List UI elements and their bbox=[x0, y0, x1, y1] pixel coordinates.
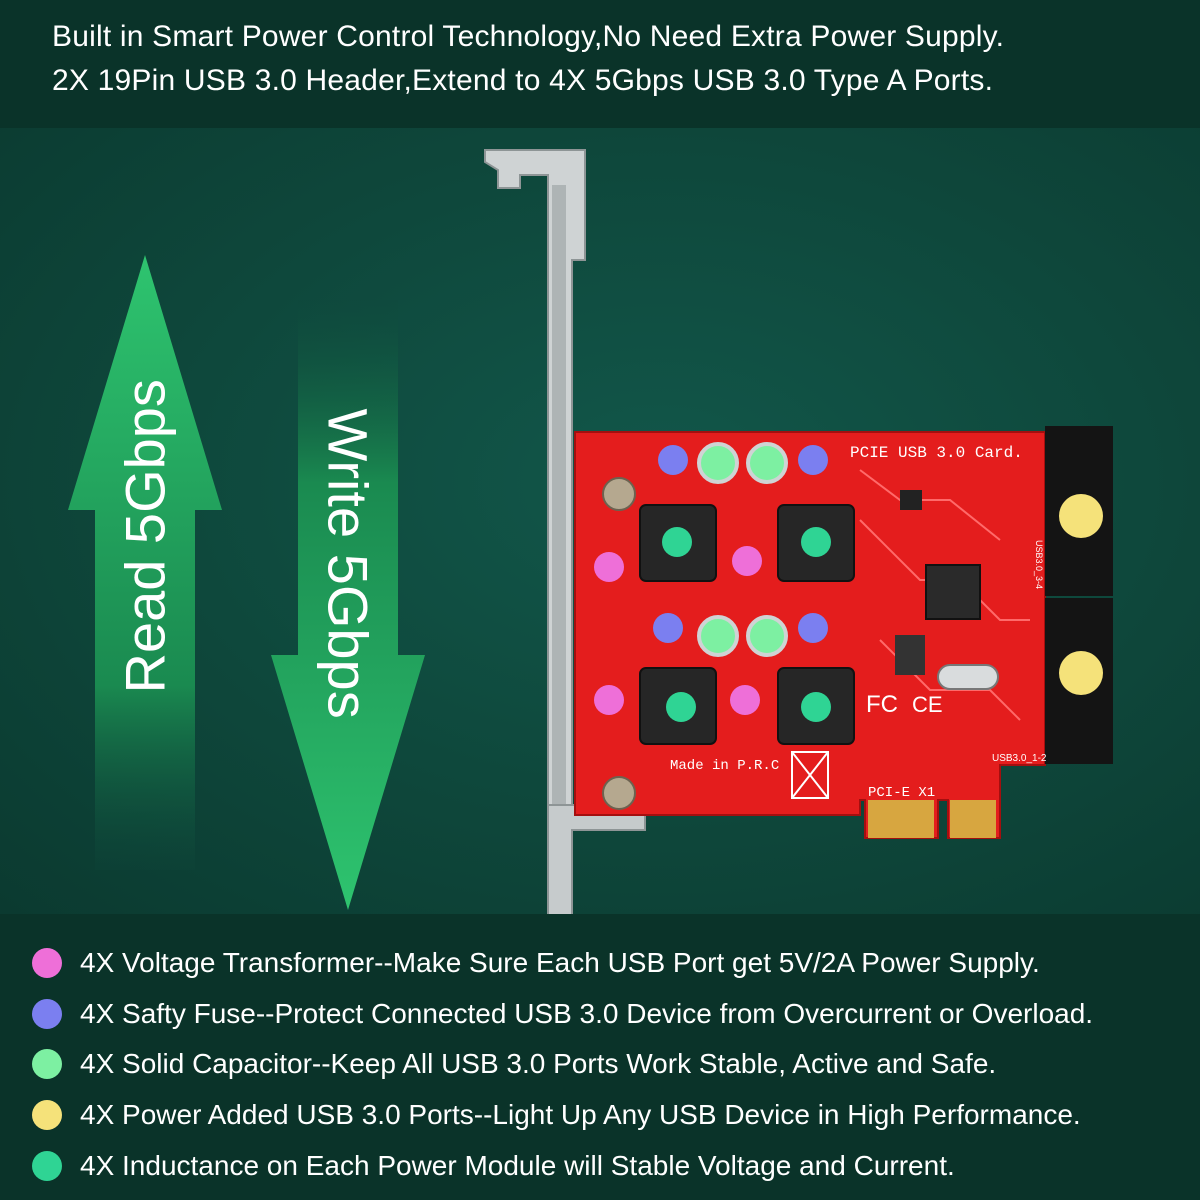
legend-item-voltage-transformer: 4X Voltage Transformer--Make Sure Each U… bbox=[32, 943, 1040, 983]
legend-text: 4X Voltage Transformer--Make Sure Each U… bbox=[80, 947, 1040, 978]
legend-item-capacitor: 4X Solid Capacitor--Keep All USB 3.0 Por… bbox=[32, 1044, 996, 1084]
svg-text:CE: CE bbox=[912, 692, 943, 717]
legend-panel: 4X Voltage Transformer--Make Sure Each U… bbox=[0, 914, 1200, 1200]
capacitor-marker bbox=[746, 442, 788, 484]
header-line-2: 2X 19Pin USB 3.0 Header,Extend to 4X 5Gb… bbox=[52, 64, 994, 97]
fuse-marker bbox=[658, 445, 688, 475]
legend-item-inductance: 4X Inductance on Each Power Module will … bbox=[32, 1146, 955, 1186]
voltage-transformer-marker bbox=[594, 685, 624, 715]
teal-dot-icon bbox=[32, 1151, 62, 1181]
inductor-marker bbox=[662, 527, 692, 557]
header-line-1: Built in Smart Power Control Technology,… bbox=[52, 20, 1005, 53]
voltage-transformer-marker bbox=[594, 552, 624, 582]
legend-item-usb-ports: 4X Power Added USB 3.0 Ports--Light Up A… bbox=[32, 1095, 1081, 1135]
component-markers bbox=[594, 442, 1103, 722]
legend-text: 4X Solid Capacitor--Keep All USB 3.0 Por… bbox=[80, 1048, 997, 1079]
yellow-dot-icon bbox=[32, 1100, 62, 1130]
pink-dot-icon bbox=[32, 948, 62, 978]
legend-text: 4X Inductance on Each Power Module will … bbox=[80, 1150, 955, 1181]
legend-text: 4X Safty Fuse--Protect Connected USB 3.0… bbox=[80, 998, 1094, 1029]
voltage-transformer-marker bbox=[732, 546, 762, 576]
fuse-marker bbox=[798, 613, 828, 643]
inductor-marker bbox=[801, 692, 831, 722]
fuse-marker bbox=[798, 445, 828, 475]
write-arrow bbox=[271, 300, 425, 910]
voltage-transformer-marker bbox=[730, 685, 760, 715]
silkscreen-port-top: USB3.0_3-4 bbox=[1034, 540, 1044, 589]
header-banner: Built in Smart Power Control Technology,… bbox=[0, 0, 1200, 128]
read-arrow bbox=[68, 255, 222, 870]
capacitor-marker bbox=[697, 442, 739, 484]
svg-text:FC: FC bbox=[866, 691, 898, 718]
green-dot-icon bbox=[32, 1049, 62, 1079]
legend-item-fuse: 4X Safty Fuse--Protect Connected USB 3.0… bbox=[32, 994, 1093, 1034]
usb-port-marker bbox=[1059, 494, 1103, 538]
inductor-marker bbox=[801, 527, 831, 557]
silkscreen-made-in: Made in P.R.C bbox=[670, 758, 779, 774]
blue-dot-icon bbox=[32, 999, 62, 1029]
inductor-marker bbox=[666, 692, 696, 722]
silkscreen-port-bottom: USB3.0_1-2 bbox=[992, 753, 1047, 764]
legend-text: 4X Power Added USB 3.0 Ports--Light Up A… bbox=[80, 1099, 1081, 1130]
silkscreen-title: PCIE USB 3.0 Card. bbox=[850, 444, 1023, 462]
capacitor-marker bbox=[746, 615, 788, 657]
capacitor-marker bbox=[697, 615, 739, 657]
usb-port-marker bbox=[1059, 651, 1103, 695]
silkscreen-slot: PCI-E X1 bbox=[868, 785, 935, 801]
fuse-marker bbox=[653, 613, 683, 643]
